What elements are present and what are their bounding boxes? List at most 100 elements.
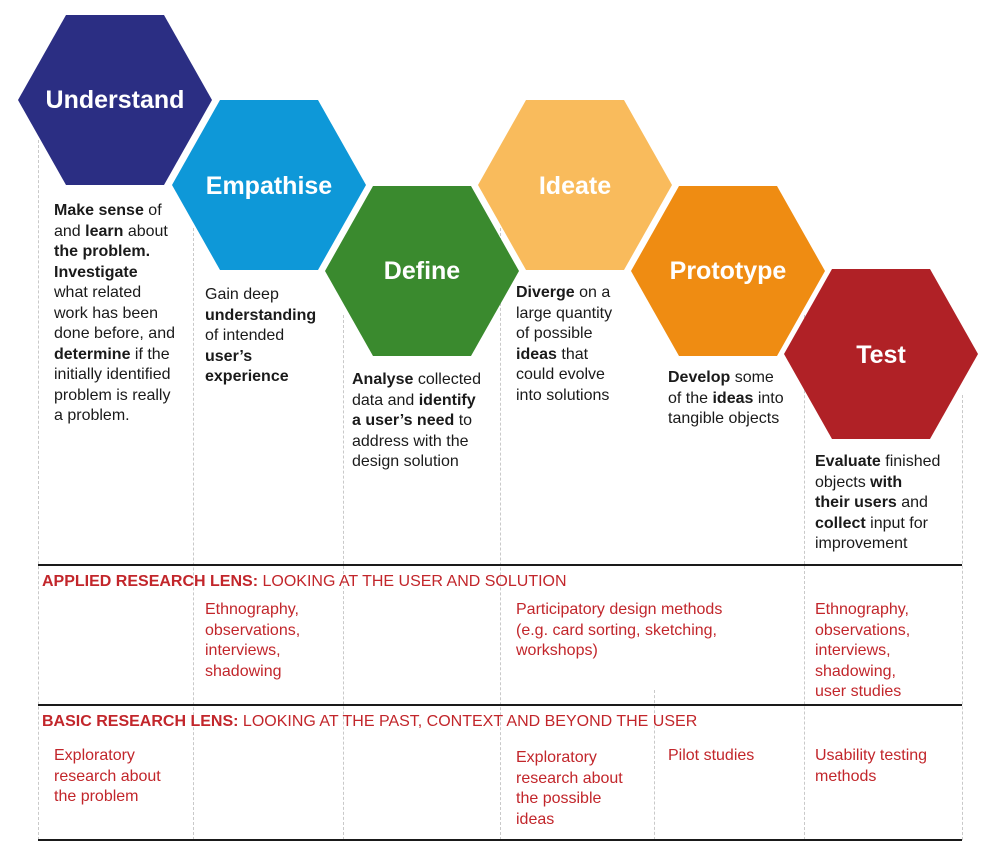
divider-bottom (38, 839, 962, 841)
description-line: into solutions (516, 386, 612, 407)
basic-methods-understand: Exploratory research about the problem (54, 747, 161, 805)
description-line: ideas that (516, 345, 612, 366)
description-text: into solutions (516, 386, 610, 404)
description-line: of possible (516, 324, 612, 345)
description-line: initially identified (54, 365, 175, 386)
description-emphasis: identify (418, 391, 476, 409)
description-emphasis: experience (205, 368, 289, 385)
hexagon-understand: Understand (18, 15, 212, 185)
description-emphasis: ideas (516, 345, 557, 363)
guide-line (193, 228, 194, 840)
description-emphasis: understanding (205, 306, 317, 324)
description-emphasis: a user’s need (352, 412, 455, 429)
description-text: collected (413, 371, 481, 388)
description-line: Gain deep (205, 285, 316, 306)
description-emphasis: user’s (205, 347, 253, 365)
hexagon-shape (478, 100, 672, 270)
description-text: initially identified (54, 366, 171, 383)
stage-title-empathise: Empathise (206, 172, 333, 200)
description-text: of possible (516, 325, 593, 342)
description-text: if the (130, 345, 170, 363)
guide-line (38, 140, 39, 840)
hexagon-shape (18, 15, 212, 185)
description-text: address with the (352, 432, 469, 450)
applied-methods-test: Ethnography, observations, interviews, s… (815, 601, 911, 700)
description-text: what related (54, 284, 142, 301)
description-line: work has been (54, 304, 175, 325)
description-text: finished (880, 453, 941, 470)
hexagon-shape (325, 186, 519, 356)
description-text: of intended (205, 327, 285, 344)
description-emphasis: Analyse (352, 371, 414, 388)
stage-description-empathise: Gain deep understanding of intended user’s e… (205, 285, 316, 388)
description-line: improvement (815, 534, 940, 555)
description-text: Gain deep (205, 286, 279, 303)
description-line: user’s (205, 347, 316, 368)
description-line: a problem. (54, 406, 175, 427)
applied-methods-empathise: Ethnography, observations, interviews, s… (205, 601, 301, 680)
description-line: Diverge on a (516, 283, 612, 304)
description-text: large quantity (516, 304, 613, 322)
description-emphasis: with (870, 473, 903, 491)
description-text: of the (668, 389, 713, 407)
description-text: into (753, 389, 784, 407)
guide-line (804, 315, 805, 840)
description-text: input for (865, 514, 928, 532)
description-text: and (896, 494, 928, 511)
basic-lens-subtitle: LOOKING AT THE PAST, CONTEXT AND BEYOND … (238, 713, 698, 730)
description-line: large quantity (516, 304, 612, 325)
description-emphasis: collect (815, 514, 866, 532)
description-emphasis: Evaluate (815, 453, 881, 470)
description-text: to (454, 412, 473, 429)
applied-lens-subtitle: LOOKING AT THE USER AND SOLUTION (258, 573, 567, 590)
description-line: could evolve (516, 365, 612, 386)
applied-lens-name: APPLIED RESEARCH LENS: (42, 573, 259, 590)
description-line: and learn about (54, 222, 175, 243)
description-emphasis: Investigate (54, 263, 138, 281)
description-line: a user’s need to (352, 411, 481, 432)
hexagon-ideate: Ideate (478, 100, 672, 270)
description-line: Analyse collected (352, 370, 481, 391)
description-line: of intended (205, 326, 316, 347)
stage-title-ideate: Ideate (539, 172, 611, 200)
applied-methods-ideate: Participatory design methods (e.g. card … (516, 601, 723, 659)
description-text: done before, and (54, 325, 175, 342)
description-line: problem is really (54, 386, 175, 407)
description-text: on a (574, 284, 611, 301)
divider-applied-lens (38, 564, 962, 566)
hexagon-test: Test (784, 269, 978, 439)
description-line: of the ideas into (668, 389, 784, 410)
basic-methods-prototype: Pilot studies (668, 747, 755, 764)
description-text: some (730, 369, 774, 386)
hexagon-shape (784, 269, 978, 439)
basic-lens-name: BASIC RESEARCH LENS: (42, 713, 239, 730)
divider-basic-lens (38, 704, 962, 706)
guide-line (962, 395, 963, 840)
description-text: objects (815, 473, 871, 491)
description-line: the problem. (54, 242, 175, 263)
description-text: problem is really (54, 386, 171, 404)
hexagon-empathise: Empathise (172, 100, 366, 270)
stage-title-test: Test (856, 341, 906, 369)
description-line: Investigate (54, 263, 175, 284)
description-line: Make sense of (54, 201, 175, 222)
description-text: could evolve (516, 366, 605, 383)
description-line: address with the (352, 432, 481, 453)
description-line: Develop some (668, 368, 784, 389)
hexagon-define: Define (325, 186, 519, 356)
description-emphasis: determine (54, 345, 131, 363)
description-line: Evaluate finished (815, 452, 940, 473)
stage-title-define: Define (384, 257, 461, 285)
stage-title-prototype: Prototype (670, 257, 787, 285)
hexagon-prototype: Prototype (631, 186, 825, 356)
description-text: of (143, 202, 162, 219)
description-line: determine if the (54, 345, 175, 366)
guide-line (343, 315, 344, 840)
description-text: tangible objects (668, 410, 780, 427)
